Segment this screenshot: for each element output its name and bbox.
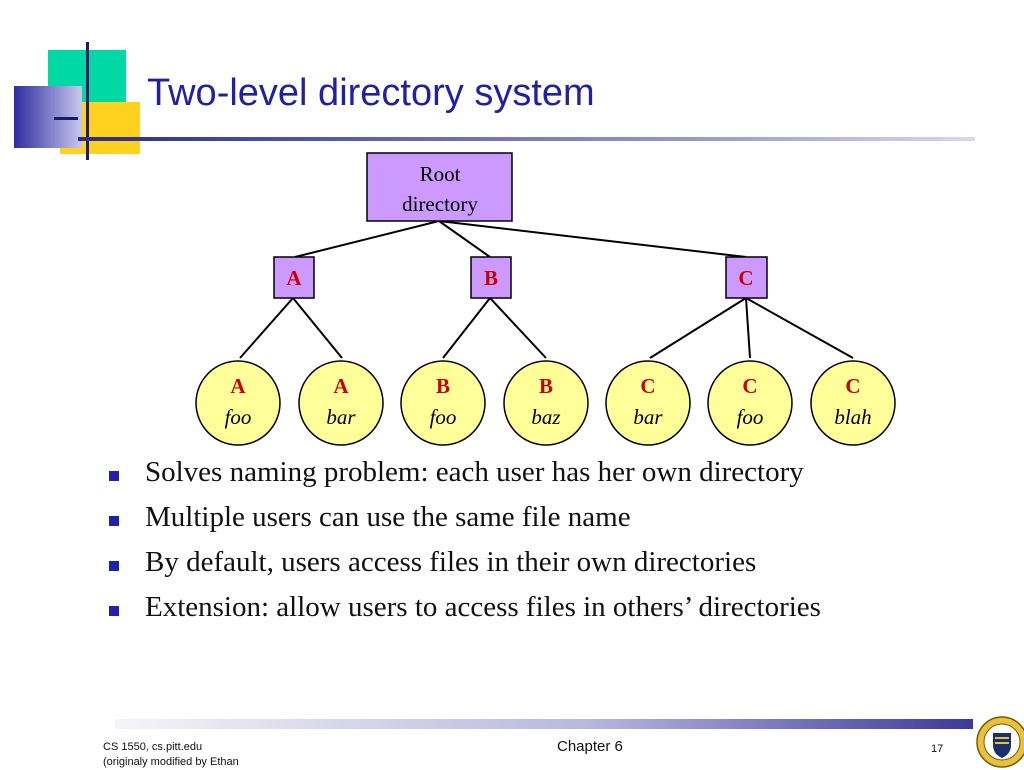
root-label-line2: directory — [402, 192, 478, 216]
page-number: 17 — [931, 743, 944, 755]
edge-root-b — [438, 220, 491, 258]
bullet-item: Multiple users can use the same file nam… — [103, 501, 983, 546]
file-owner-label: B — [539, 374, 553, 398]
vertical-accent-line — [86, 42, 89, 160]
user-directory-a — [273, 256, 315, 299]
file-owner-label: C — [640, 374, 655, 398]
bullet-square-icon — [109, 516, 119, 526]
file-node-c-foo: C foo — [707, 360, 793, 446]
file-name-label: foo — [737, 405, 764, 429]
horizontal-accent-line — [54, 117, 78, 120]
root-label-line1: Root — [420, 162, 461, 186]
file-circle — [503, 360, 589, 446]
edge-c-foo — [745, 297, 751, 359]
file-name-label: baz — [531, 405, 560, 429]
file-circle — [298, 360, 384, 446]
file-node-a-bar: A bar — [298, 360, 384, 446]
file-circle — [400, 360, 486, 446]
file-owner-label: A — [333, 374, 349, 398]
tree-connectors — [239, 220, 854, 359]
edge-b-foo — [442, 297, 491, 359]
footer-rule — [115, 719, 973, 729]
bullet-square-icon — [109, 606, 119, 616]
edge-root-a — [294, 220, 440, 258]
root-directory-box — [366, 152, 513, 222]
file-circle — [605, 360, 691, 446]
footer-chapter: Chapter 6 — [557, 738, 623, 755]
slide-title: Two-level directory system — [147, 72, 595, 114]
bullet-item: Extension: allow users to access files i… — [103, 591, 983, 636]
file-node-b-baz: B baz — [503, 360, 589, 446]
file-owner-label: C — [845, 374, 860, 398]
bullet-square-icon — [109, 471, 119, 481]
edge-root-c — [438, 220, 747, 258]
file-owner-label: A — [230, 374, 246, 398]
edge-c-bar — [649, 297, 747, 359]
footer-course-line2: (originaly modified by Ethan — [103, 756, 239, 768]
user-directory-c — [725, 256, 768, 299]
file-name-label: foo — [225, 405, 252, 429]
user-directory-label: A — [286, 266, 302, 290]
file-node-b-foo: B foo — [400, 360, 486, 446]
bullet-text: Multiple users can use the same file nam… — [145, 501, 631, 533]
footer-course-info: CS 1550, cs.pitt.edu (originaly modified… — [103, 740, 239, 770]
bullet-item: By default, users access files in their … — [103, 546, 983, 591]
bullet-text: By default, users access files in their … — [145, 546, 757, 578]
bullet-list: Solves naming problem: each user has her… — [103, 456, 983, 636]
edge-a-foo — [239, 297, 294, 359]
file-name-label: bar — [326, 405, 356, 429]
edge-c-blah — [745, 297, 854, 359]
bullet-text: Extension: allow users to access files i… — [145, 591, 821, 623]
corner-decoration — [0, 0, 160, 160]
file-node-c-blah: C blah — [810, 360, 896, 446]
bullet-text: Solves naming problem: each user has her… — [145, 456, 804, 488]
user-directory-label: C — [738, 266, 753, 290]
university-seal-icon — [976, 716, 1024, 768]
file-name-label: bar — [633, 405, 663, 429]
file-owner-label: C — [742, 374, 757, 398]
edge-b-baz — [489, 297, 547, 359]
file-circle — [707, 360, 793, 446]
title-underline — [78, 137, 975, 141]
user-directory-label: B — [484, 266, 498, 290]
file-name-label: blah — [834, 405, 871, 429]
file-name-label: foo — [430, 405, 457, 429]
edge-a-bar — [292, 297, 343, 359]
file-node-c-bar: C bar — [605, 360, 691, 446]
file-circle — [810, 360, 896, 446]
footer-course-line1: CS 1550, cs.pitt.edu — [103, 741, 203, 753]
file-circle — [195, 360, 281, 446]
bullet-square-icon — [109, 561, 119, 571]
file-owner-label: B — [436, 374, 450, 398]
bullet-item: Solves naming problem: each user has her… — [103, 456, 983, 501]
user-directory-b — [470, 256, 512, 299]
file-node-a-foo: A foo — [195, 360, 281, 446]
